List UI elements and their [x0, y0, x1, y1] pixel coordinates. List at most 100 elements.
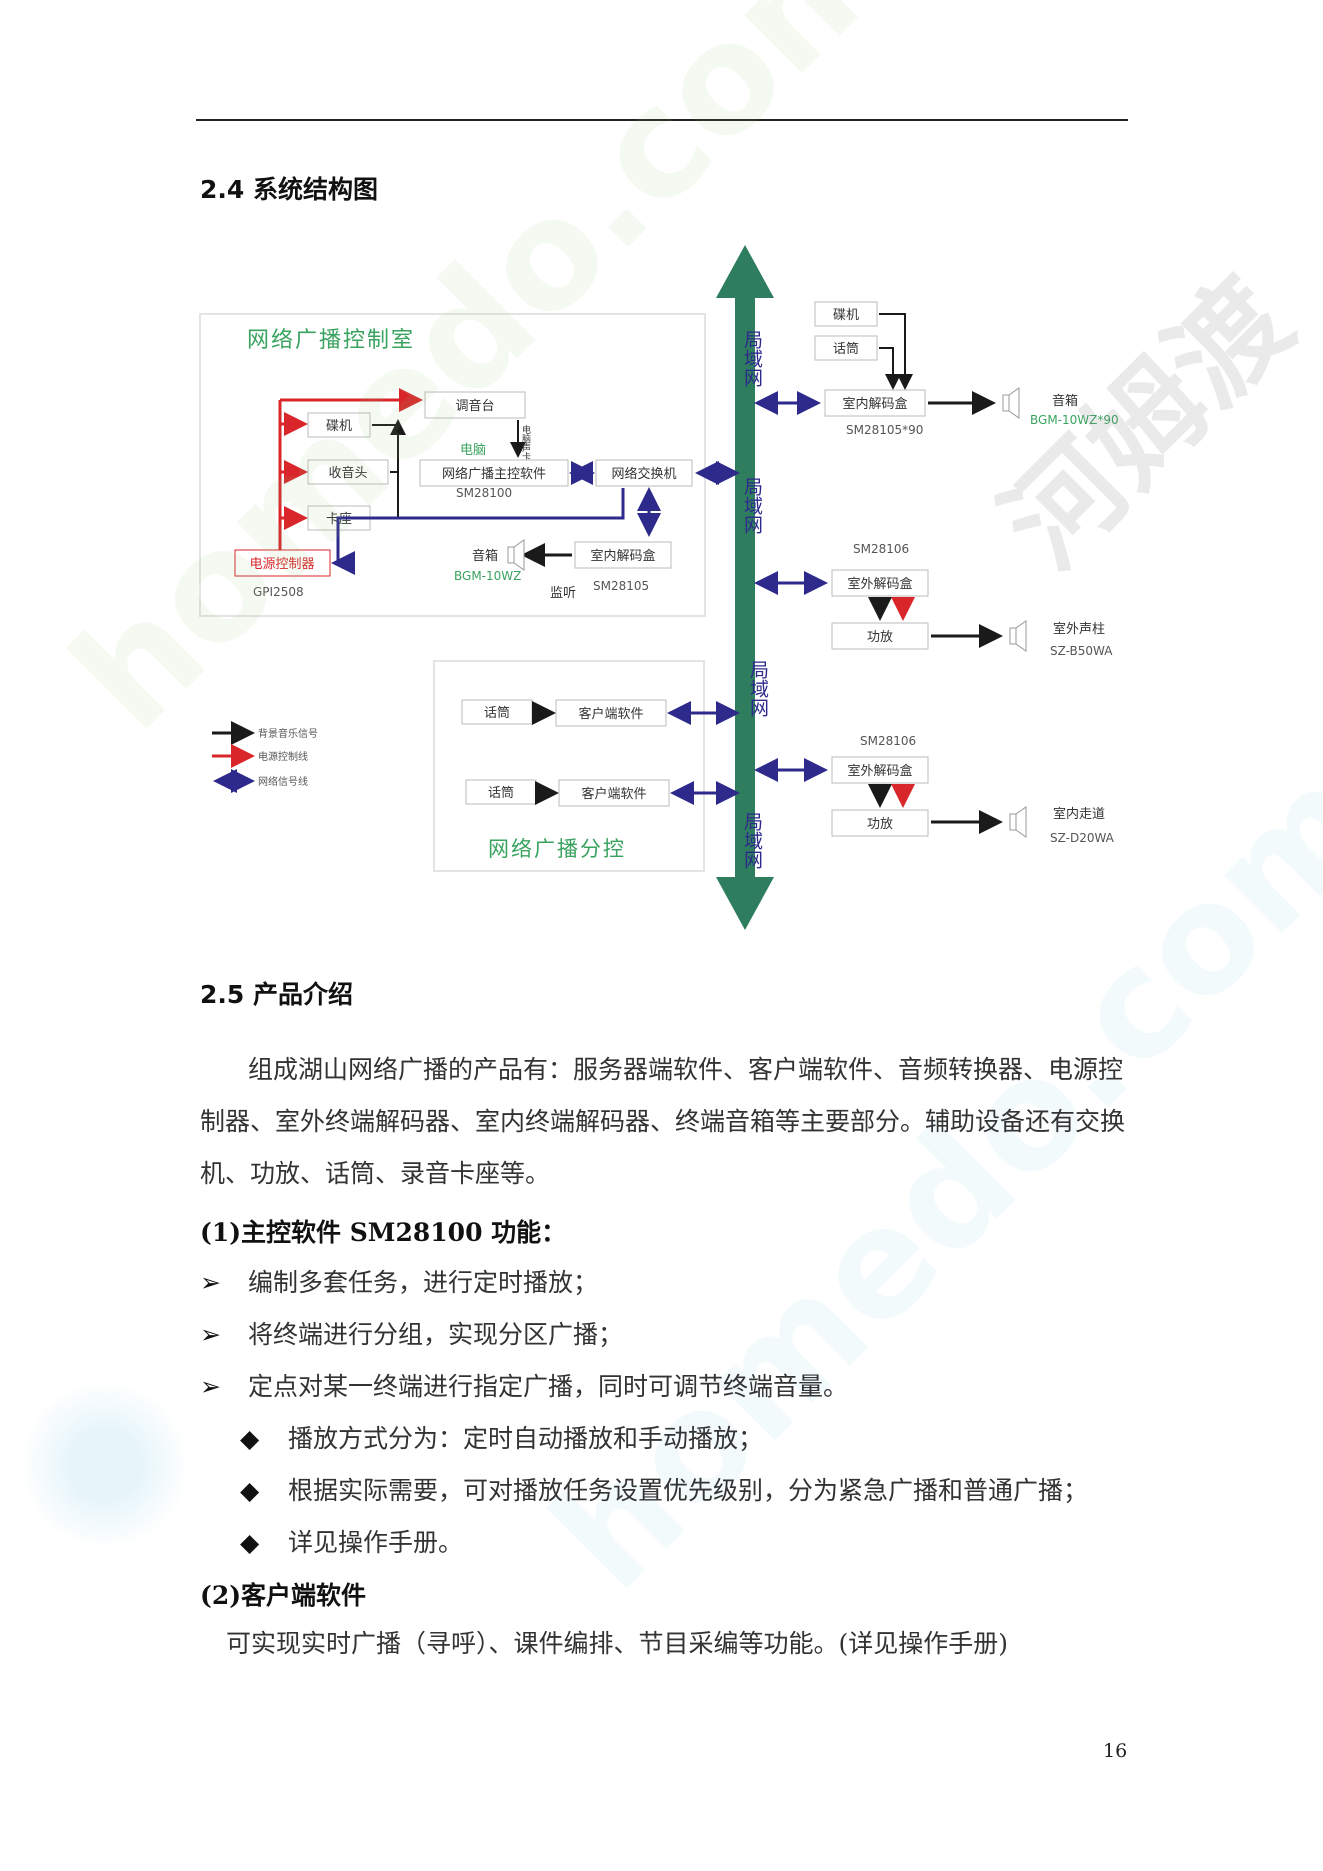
- branch-frame: [433, 660, 705, 872]
- box-monitor-decoder: 室内解码盒: [574, 541, 672, 569]
- box-mic-top: 话筒: [814, 335, 878, 361]
- box-mic-branch-1: 话筒: [461, 699, 533, 725]
- svg-text:功放: 功放: [867, 817, 893, 832]
- network-lines: [331, 461, 740, 575]
- power-lines: [278, 388, 423, 555]
- outdoor-column-label: 室外声柱: [1053, 621, 1105, 637]
- diamond-bullet-icon: ◆: [240, 1424, 260, 1453]
- control-room-title: 网络广播控制室: [247, 328, 415, 353]
- svg-text:话筒: 话筒: [833, 341, 859, 357]
- box-indoor-decoder-top: 室内解码盒: [824, 389, 926, 417]
- speaker-top-model: BGM-10WZ*90: [1030, 413, 1119, 427]
- arrow-bullet-icon: ➢: [200, 1372, 221, 1401]
- monitor-decoder-model: SM28105: [593, 579, 649, 593]
- outdoor-decoder-1-model: SM28106: [853, 542, 909, 556]
- lan-label-4: 局域网: [741, 812, 763, 869]
- svg-text:室内解码盒: 室内解码盒: [590, 548, 655, 564]
- item1-subpoint-2: ◆根据实际需要，可对播放任务设置优先级别，分为紧急广播和普通广播；: [240, 1476, 1089, 1505]
- box-mic-branch-2: 话筒: [465, 779, 537, 805]
- svg-text:收音头: 收音头: [328, 465, 367, 481]
- svg-text:电脑声卡: 电脑声卡: [520, 424, 531, 462]
- box-client-software-1: 客户端软件: [555, 699, 667, 727]
- indoor-corridor-model: SZ-D20WA: [1050, 831, 1115, 845]
- monitor-label: 监听: [550, 586, 576, 601]
- legend-item-power: 电源控制线: [212, 744, 308, 768]
- svg-text:碟机: 碟机: [833, 308, 859, 323]
- box-switch: 网络交换机: [595, 459, 693, 487]
- box-client-software-2: 客户端软件: [558, 779, 670, 807]
- item1-point-3: ➢定点对某一终端进行指定广播，同时可调节终端音量。: [200, 1372, 849, 1401]
- svg-text:碟机: 碟机: [326, 419, 352, 434]
- box-cd-player-right: 碟机: [814, 301, 878, 327]
- item2-text: 可实现实时广播（寻呼）、课件编排、节目采编等功能。(详见操作手册): [226, 1629, 1009, 1658]
- section-title-2-4: 2.4 系统结构图: [200, 175, 378, 204]
- computer-label: 电脑: [460, 443, 486, 458]
- svg-text:网络交换机: 网络交换机: [611, 466, 676, 482]
- monitor-speaker-model: BGM-10WZ: [454, 569, 521, 583]
- system-structure-diagram: 网络广播控制室 网络广播分控 局域网 局域网 局域网 局域网 碟机 收音头 卡座…: [199, 245, 1119, 930]
- computer-signal-note: 电脑声卡: [520, 424, 531, 462]
- lan-label-2: 局域网: [741, 477, 763, 534]
- box-master-software: 网络广播主控软件: [419, 459, 569, 487]
- box-outdoor-decoder-2: 室外解码盒: [831, 756, 929, 784]
- svg-text:局域网: 局域网: [747, 660, 769, 717]
- box-tuner: 收音头: [307, 459, 389, 485]
- intro-paragraph: 组成湖山网络广播的产品有：服务器端软件、客户端软件、音频转换器、电源控制器、室外…: [200, 1055, 1126, 1188]
- speaker-top-icon: [1002, 387, 1020, 419]
- diamond-bullet-icon: ◆: [240, 1528, 260, 1557]
- page-number: 16: [1103, 1740, 1128, 1762]
- svg-text:背景音乐信号: 背景音乐信号: [258, 727, 318, 740]
- watermark-logo-icon: [20, 1380, 190, 1550]
- arrow-bullet-icon: ➢: [200, 1320, 221, 1349]
- svg-text:室外解码盒: 室外解码盒: [847, 576, 912, 592]
- item1-point-2: ➢将终端进行分组，实现分区广播；: [200, 1320, 624, 1349]
- speaker-top-label: 音箱: [1052, 393, 1078, 409]
- indoor-corridor-label: 室内走道: [1053, 806, 1105, 822]
- svg-text:网络广播主控软件: 网络广播主控软件: [442, 466, 546, 482]
- legend-item-network: 网络信号线: [213, 769, 308, 793]
- box-cd-player-left: 碟机: [307, 412, 371, 438]
- section-title-2-5: 2.5 产品介绍: [200, 980, 353, 1009]
- item1-subpoint-3: ◆详见操作手册。: [240, 1528, 464, 1557]
- svg-text:局域网: 局域网: [741, 812, 763, 869]
- svg-text:局域网: 局域网: [741, 477, 763, 534]
- svg-text:室外解码盒: 室外解码盒: [847, 763, 912, 779]
- monitor-speaker-icon: [507, 539, 525, 571]
- svg-text:室内解码盒: 室内解码盒: [842, 396, 907, 412]
- outdoor-column-icon: [1009, 620, 1027, 652]
- top-source-lines: [879, 313, 913, 390]
- lan-backbone: [716, 245, 774, 930]
- outdoor-decoder-2-model: SM28106: [860, 734, 916, 748]
- svg-text:话筒: 话筒: [484, 705, 510, 721]
- box-amp-2: 功放: [831, 809, 929, 837]
- svg-text:局域网: 局域网: [741, 330, 763, 387]
- monitor-speaker-label: 音箱: [472, 548, 498, 564]
- header-rule: [196, 119, 1128, 121]
- branch-title: 网络广播分控: [488, 837, 626, 861]
- item1-title: (1)主控软件 SM28100 功能：: [200, 1218, 567, 1247]
- indoor-corridor-icon: [1009, 806, 1027, 838]
- item2-title: (2)客户端软件: [200, 1581, 367, 1610]
- svg-text:电源控制线: 电源控制线: [258, 750, 308, 763]
- svg-text:调音台: 调音台: [455, 398, 494, 414]
- svg-text:电源控制器: 电源控制器: [249, 557, 314, 572]
- svg-text:网络信号线: 网络信号线: [258, 775, 308, 788]
- diamond-bullet-icon: ◆: [240, 1476, 260, 1505]
- box-mixer: 调音台: [424, 391, 526, 419]
- box-power-controller: 电源控制器: [234, 549, 331, 577]
- item1-point-1: ➢编制多套任务，进行定时播放；: [200, 1268, 599, 1297]
- svg-text:客户端软件: 客户端软件: [578, 706, 643, 722]
- arrow-bullet-icon: ➢: [200, 1268, 221, 1297]
- svg-text:话筒: 话筒: [488, 785, 514, 801]
- item1-subpoint-1: ◆播放方式分为：定时自动播放和手动播放；: [240, 1424, 764, 1453]
- svg-text:功放: 功放: [867, 630, 893, 645]
- legend-item-bgm: 背景音乐信号: [212, 721, 318, 745]
- master-software-model: SM28100: [456, 486, 512, 500]
- lan-label-1: 局域网: [741, 330, 763, 387]
- svg-text:客户端软件: 客户端软件: [581, 786, 646, 802]
- power-controller-model: GPI2508: [253, 585, 304, 599]
- lan-label-3: 局域网: [747, 660, 769, 717]
- legend: 背景音乐信号 电源控制线 网络信号线: [212, 721, 318, 793]
- indoor-decoder-top-model: SM28105*90: [846, 423, 923, 437]
- box-amp-1: 功放: [831, 622, 929, 650]
